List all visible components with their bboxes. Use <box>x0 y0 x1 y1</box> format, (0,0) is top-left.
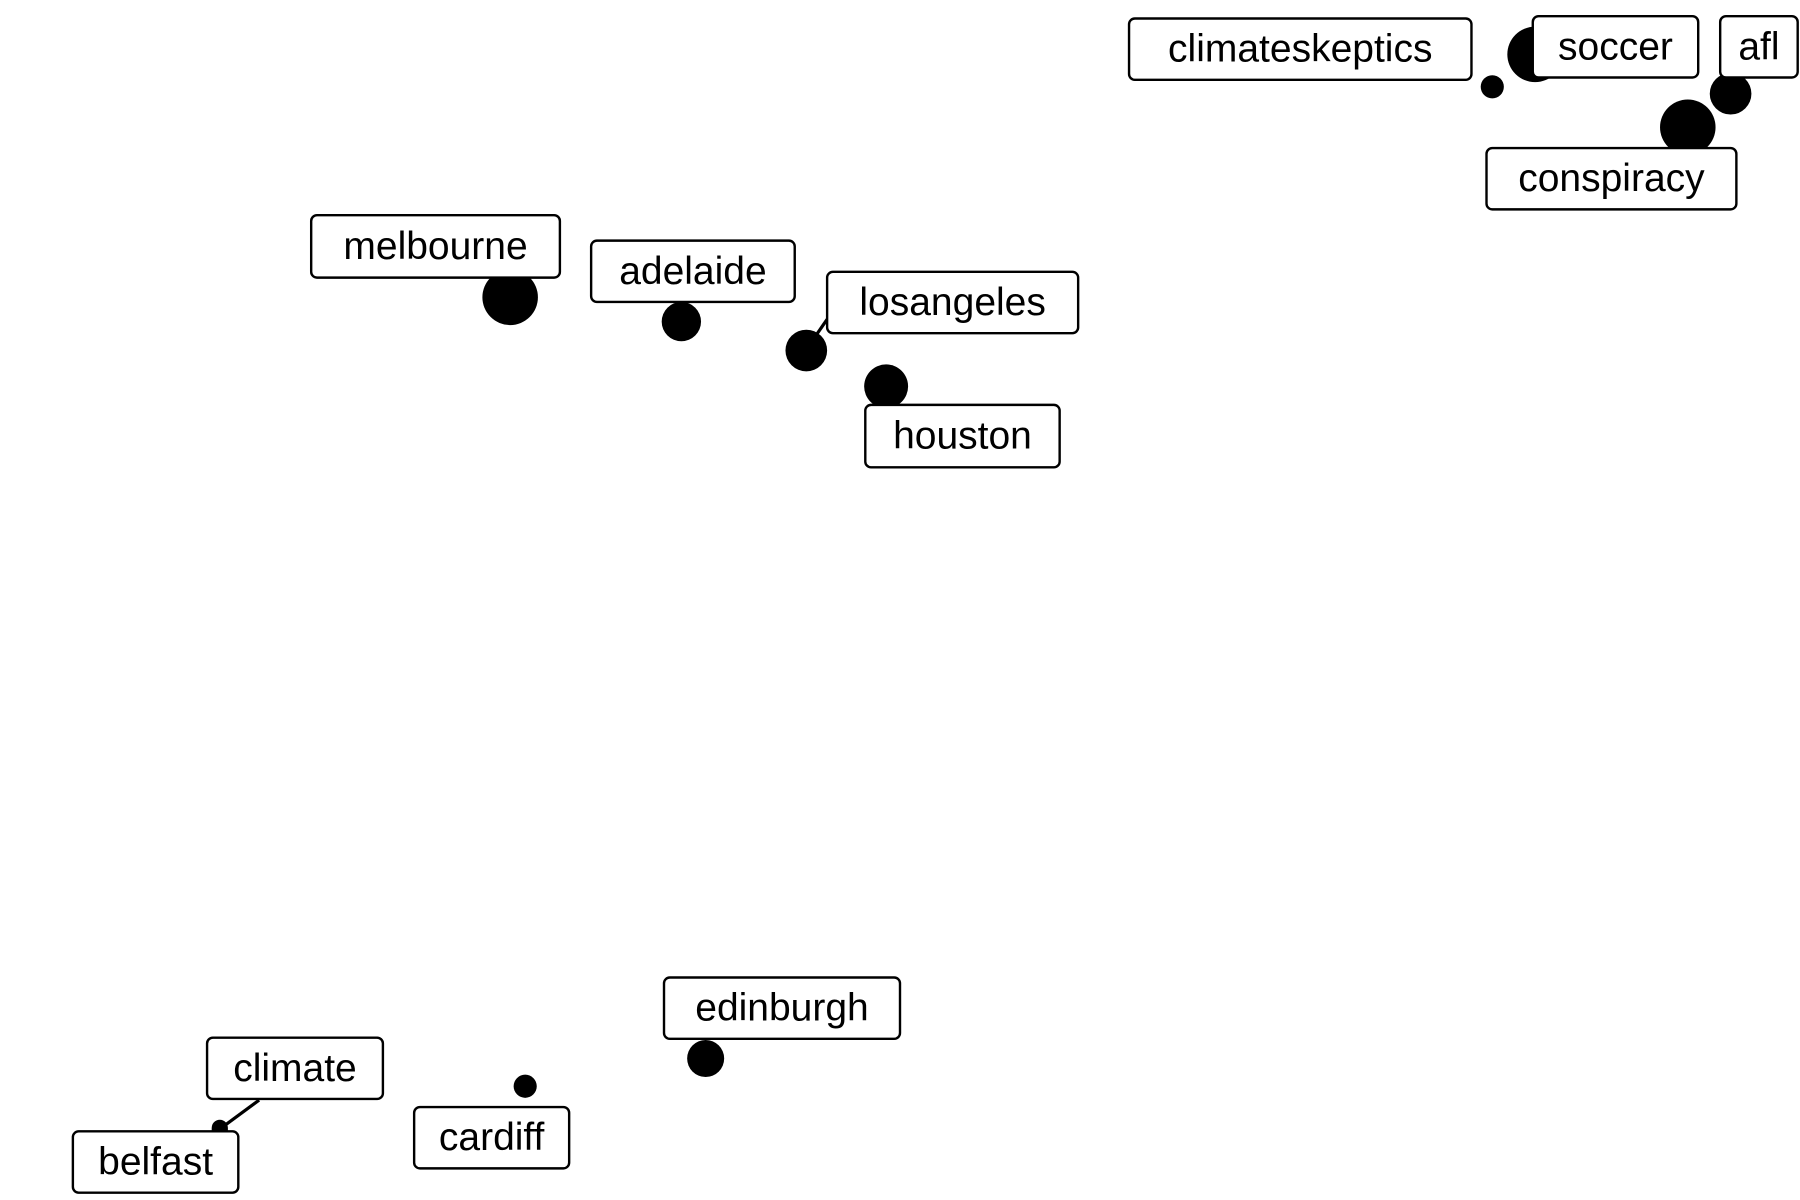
label-box <box>864 403 1061 469</box>
label-box <box>1127 17 1473 82</box>
label-edinburgh: edinburgh <box>662 976 902 1041</box>
label-box <box>589 239 796 304</box>
label-text: climateskeptics <box>1168 28 1432 71</box>
label-losangeles: losangeles <box>825 270 1080 335</box>
label-text: edinburgh <box>695 987 868 1030</box>
point-conspiracy <box>1660 99 1716 156</box>
label-text: melbourne <box>343 225 527 268</box>
label-climateskeptics: climateskeptics <box>1127 17 1473 82</box>
label-belfast: belfast <box>71 1130 240 1194</box>
label-soccer: soccer <box>1531 14 1700 79</box>
label-text: soccer <box>1558 25 1673 68</box>
label-text: afl <box>1738 25 1779 68</box>
label-box <box>1718 14 1799 79</box>
label-box <box>1485 146 1738 211</box>
label-box <box>825 270 1080 335</box>
label-box <box>662 976 902 1041</box>
label-text: conspiracy <box>1518 157 1705 200</box>
label-text: adelaide <box>619 250 766 293</box>
label-adelaide: adelaide <box>589 239 796 304</box>
point-adelaide <box>661 301 702 342</box>
label-text: belfast <box>98 1141 213 1184</box>
point-losangeles <box>785 329 828 372</box>
label-box <box>309 213 562 279</box>
point-labels: climateskeptics soccer afl conspiracy melbou… <box>71 14 1799 1194</box>
label-conspiracy: conspiracy <box>1485 146 1738 211</box>
label-box <box>1531 14 1700 79</box>
point-houston <box>864 364 909 409</box>
point-edinburgh <box>687 1039 725 1077</box>
label-houston: houston <box>864 403 1061 469</box>
label-text: cardiff <box>439 1116 545 1159</box>
label-box <box>412 1105 571 1170</box>
point-afl <box>1709 72 1752 115</box>
label-box <box>71 1130 240 1194</box>
label-cardiff: cardiff <box>412 1105 571 1170</box>
label-afl: afl <box>1718 14 1799 79</box>
label-melbourne: melbourne <box>309 213 562 279</box>
label-text: climate <box>233 1047 357 1090</box>
label-text: houston <box>893 415 1032 458</box>
point-climateskeptics <box>1480 75 1504 99</box>
label-text: losangeles <box>859 281 1045 324</box>
label-climate: climate <box>205 1036 385 1101</box>
point-melbourne <box>482 269 538 326</box>
point-cardiff <box>513 1074 537 1098</box>
label-box <box>205 1036 385 1101</box>
